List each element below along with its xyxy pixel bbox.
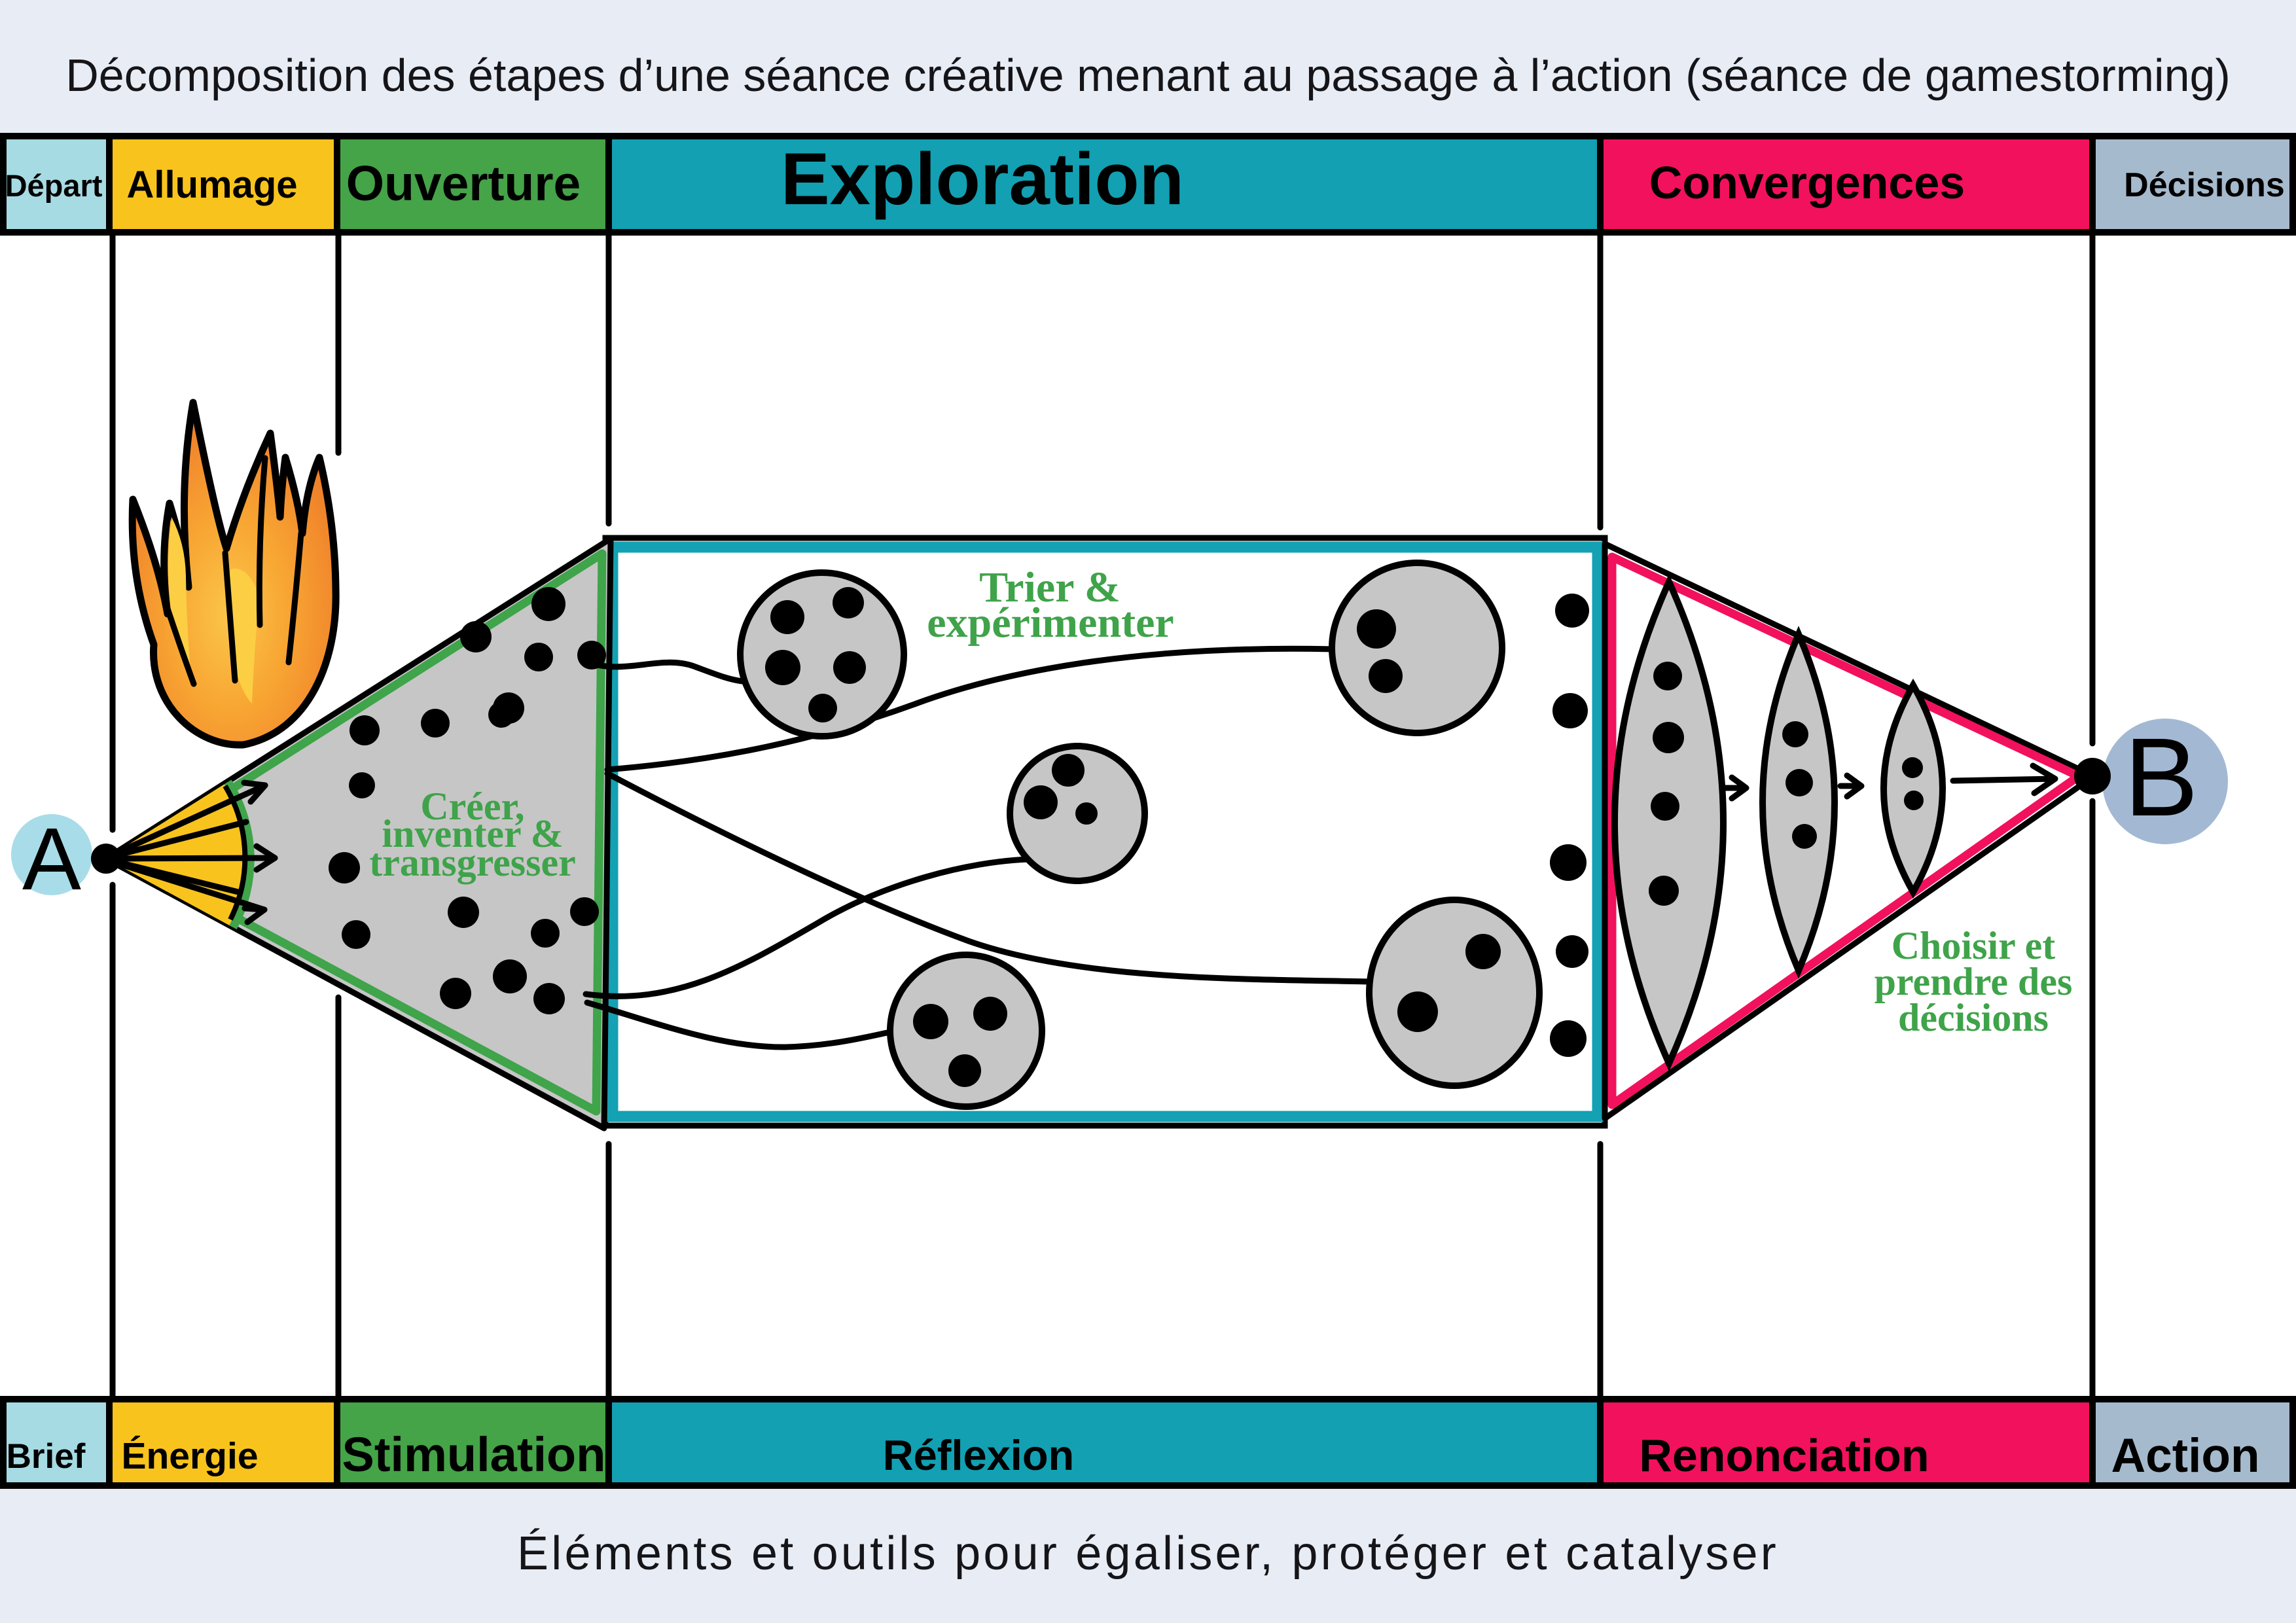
svg-text:Ouverture: Ouverture: [346, 156, 581, 211]
svg-text:inventer &: inventer &: [382, 812, 563, 855]
svg-text:Créer,: Créer,: [420, 785, 524, 828]
svg-text:Choisir et: Choisir et: [1892, 924, 2056, 967]
svg-text:Trier &: Trier &: [979, 563, 1121, 611]
svg-text:Renonciation: Renonciation: [1639, 1430, 1929, 1481]
svg-text:Exploration: Exploration: [781, 138, 1184, 220]
svg-text:transgresser: transgresser: [369, 841, 575, 884]
svg-text:Allumage: Allumage: [126, 164, 297, 206]
svg-text:Départ: Départ: [5, 168, 103, 203]
svg-text:Éléments et outils pour égalis: Éléments et outils pour égaliser, protég…: [517, 1527, 1779, 1580]
svg-text:Action: Action: [2111, 1429, 2259, 1482]
svg-text:expérimenter: expérimenter: [927, 599, 1174, 647]
svg-text:prendre des: prendre des: [1874, 960, 2073, 1003]
svg-text:décisions: décisions: [1898, 996, 2049, 1039]
svg-text:Convergences: Convergences: [1649, 157, 1965, 208]
svg-text:Brief: Brief: [7, 1437, 86, 1476]
svg-text:A: A: [22, 810, 81, 908]
svg-text:B: B: [2124, 715, 2198, 840]
svg-text:Décisions: Décisions: [2124, 166, 2285, 204]
svg-text:Stimulation: Stimulation: [342, 1427, 606, 1482]
svg-text:Réflexion: Réflexion: [883, 1431, 1075, 1479]
svg-text:Énergie: Énergie: [121, 1435, 258, 1477]
svg-text:Décomposition des étapes d’une: Décomposition des étapes d’une séance cr…: [65, 50, 2231, 101]
